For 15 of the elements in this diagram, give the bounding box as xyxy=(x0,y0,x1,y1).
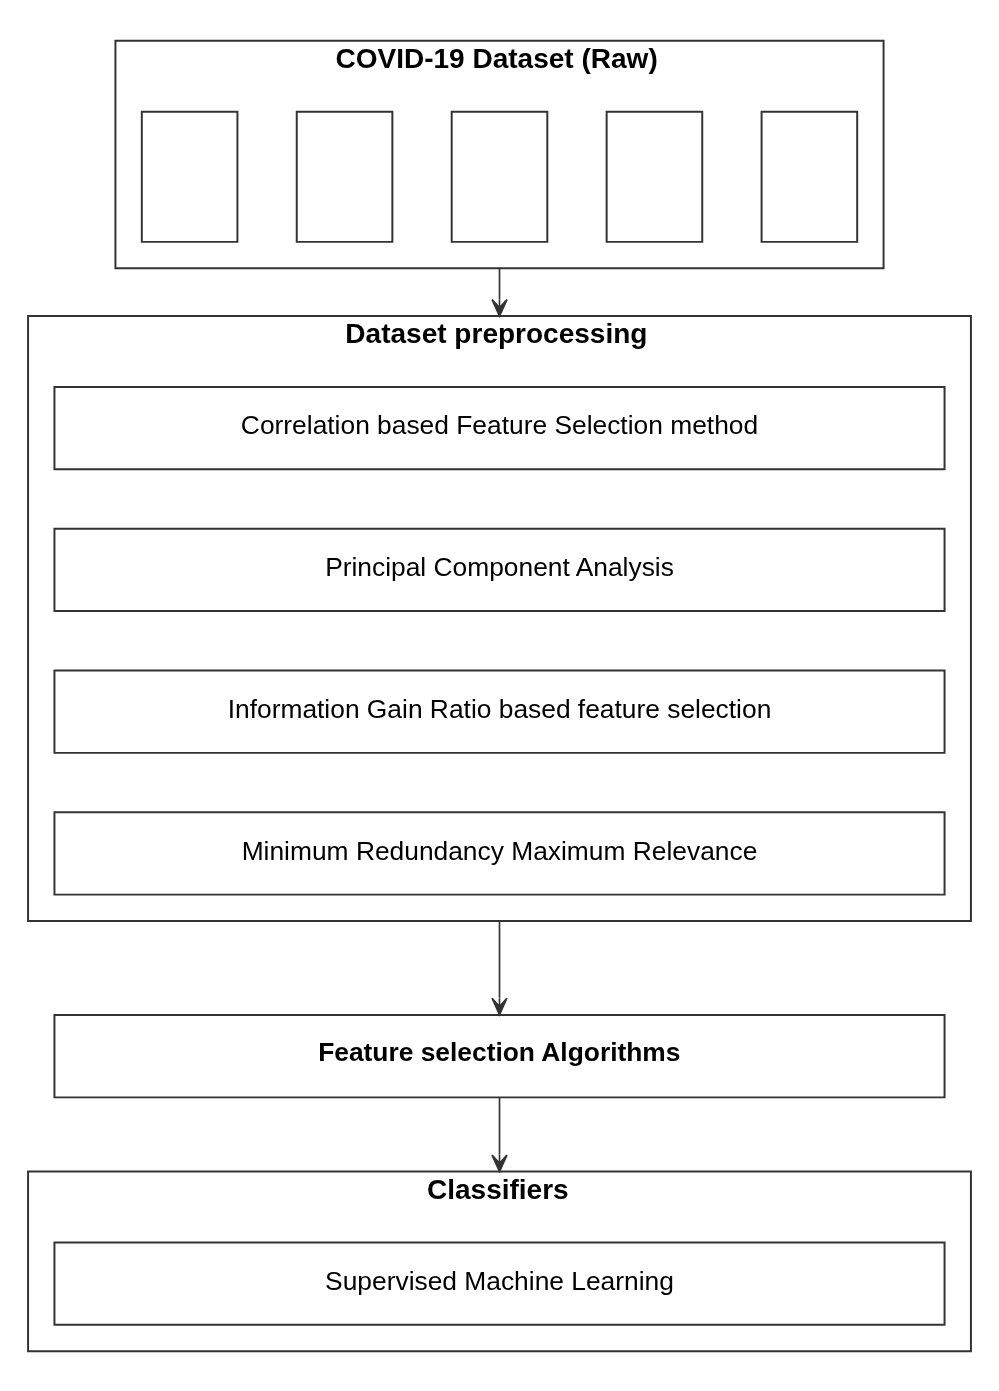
cluster: COVID-19 Dataset (Raw) xyxy=(114,39,885,269)
node-box xyxy=(450,110,549,243)
node-box: Correlation based Feature Selection method xyxy=(53,385,946,470)
arrow xyxy=(491,1096,508,1172)
node-box xyxy=(295,110,394,243)
node-box: Feature selection Algorithms xyxy=(53,1013,946,1098)
arrow xyxy=(491,266,508,317)
node-box xyxy=(760,110,859,243)
node-box xyxy=(140,110,239,243)
node-box: Supervised Machine Learning xyxy=(53,1240,946,1326)
node-box: Principal Component Analysis xyxy=(53,527,946,612)
node-box: Information Gain Ratio based feature selection xyxy=(53,668,946,754)
arrow xyxy=(491,919,508,1016)
node-box: Minimum Redundancy Maximum Relevance xyxy=(53,810,946,896)
node-box xyxy=(605,110,704,243)
